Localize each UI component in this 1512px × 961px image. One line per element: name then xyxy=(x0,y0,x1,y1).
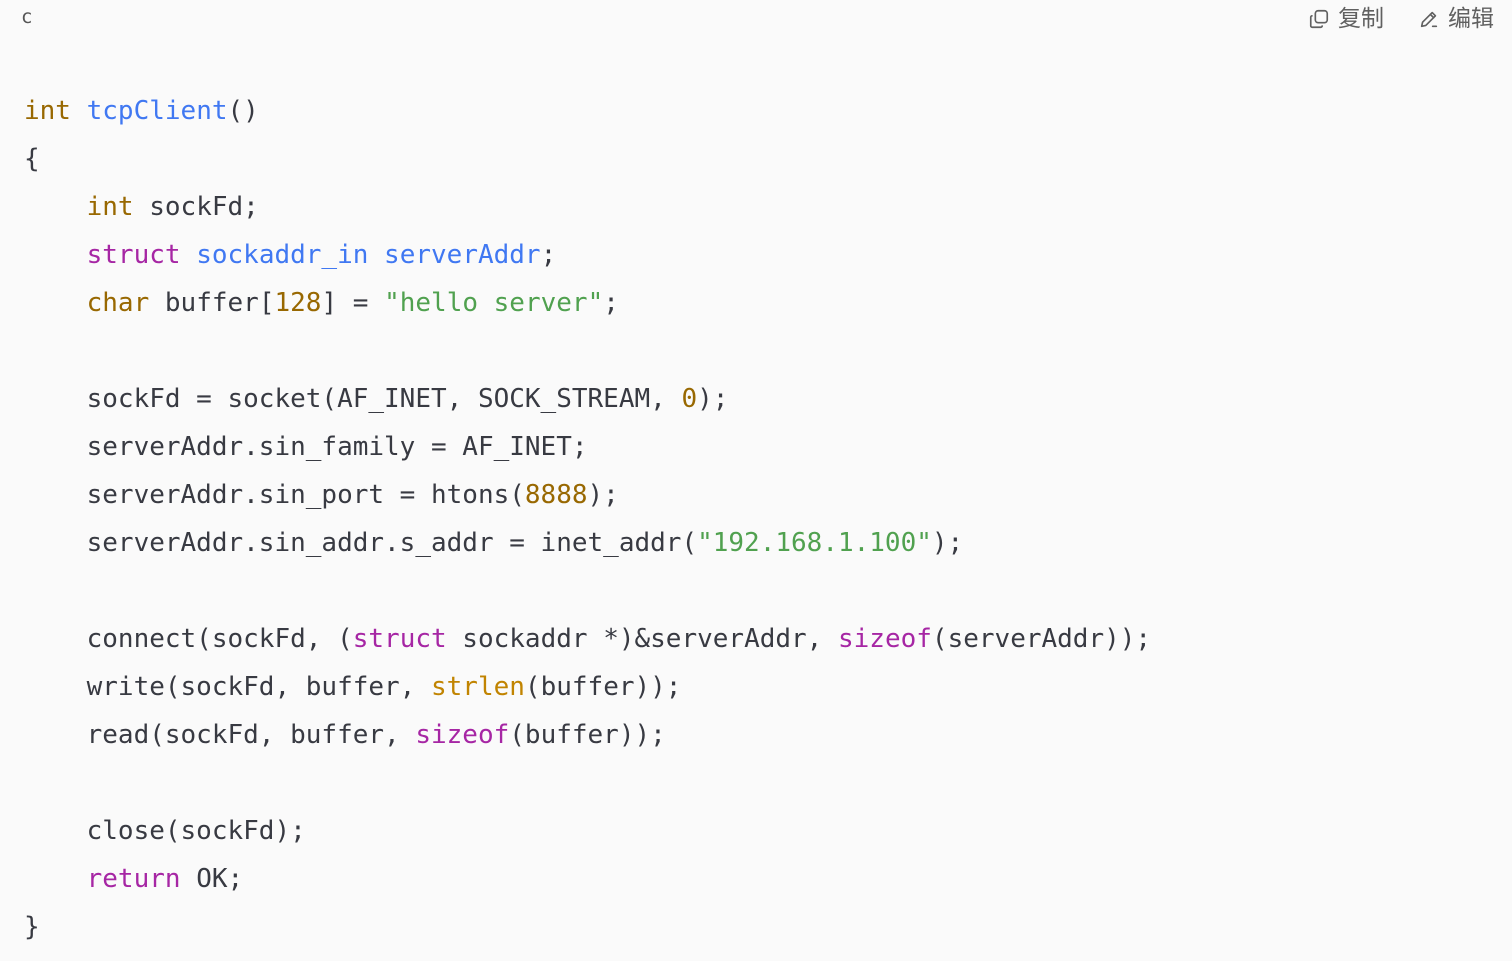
code-token: "hello server" xyxy=(384,288,604,318)
code-token xyxy=(71,96,87,126)
code-token: tcpClient xyxy=(86,96,228,126)
code-line xyxy=(24,759,1151,807)
code-token: { xyxy=(24,144,40,174)
code-token: OK; xyxy=(180,864,244,894)
code-token xyxy=(181,240,197,270)
code-line: int sockFd; xyxy=(24,183,1151,231)
code-line: } xyxy=(24,903,1151,951)
code-line: struct sockaddr_in serverAddr; xyxy=(24,231,1151,279)
code-token: sizeof xyxy=(838,624,932,654)
code-token: connect(sockFd, ( xyxy=(24,624,353,654)
code-token: serverAddr.sin_family = AF_INET; xyxy=(24,432,588,462)
copy-button-label: 复制 xyxy=(1338,6,1384,32)
code-line: sockFd = socket(AF_INET, SOCK_STREAM, 0)… xyxy=(24,375,1151,423)
code-token: "192.168.1.100" xyxy=(697,528,932,558)
code-token: sockFd; xyxy=(133,192,259,222)
code-token: struct xyxy=(352,624,447,654)
code-token: serverAddr xyxy=(384,240,541,270)
code-line: return OK; xyxy=(24,855,1151,903)
code-line: int tcpClient() xyxy=(24,87,1151,135)
code-token: () xyxy=(227,96,259,126)
code-token xyxy=(24,192,87,222)
edit-button-label: 编辑 xyxy=(1448,6,1494,32)
code-token: } xyxy=(24,912,40,942)
language-label: c xyxy=(21,6,33,28)
code-line: close(sockFd); xyxy=(24,807,1151,855)
code-token: ] = xyxy=(321,288,385,318)
edit-button[interactable]: 编辑 xyxy=(1418,4,1494,34)
code-line: write(sockFd, buffer, strlen(buffer)); xyxy=(24,663,1151,711)
code-token: int xyxy=(86,192,134,222)
code-content: int tcpClient() { int sockFd; struct sock… xyxy=(24,87,1151,951)
code-token: (serverAddr)); xyxy=(931,624,1152,654)
code-token: 8888 xyxy=(524,480,588,510)
code-line: { xyxy=(24,135,1151,183)
code-token: char xyxy=(86,288,150,318)
code-token: ; xyxy=(603,288,619,318)
code-line xyxy=(24,327,1151,375)
code-token: sizeof xyxy=(415,720,510,750)
code-token: sockFd = socket(AF_INET, SOCK_STREAM, xyxy=(24,384,682,414)
code-token: sockaddr_in xyxy=(196,240,369,270)
code-token: return xyxy=(86,864,181,894)
code-token: read(sockFd, buffer, xyxy=(24,720,416,750)
code-token xyxy=(24,240,87,270)
code-token: struct xyxy=(86,240,181,270)
code-line: read(sockFd, buffer, sizeof(buffer)); xyxy=(24,711,1151,759)
code-token: ); xyxy=(697,384,729,414)
code-line: serverAddr.sin_port = htons(8888); xyxy=(24,471,1151,519)
code-token: (buffer)); xyxy=(524,672,682,702)
copy-button[interactable]: 复制 xyxy=(1308,4,1384,34)
code-token: serverAddr.sin_port = htons( xyxy=(24,480,525,510)
copy-icon xyxy=(1308,8,1330,30)
code-line: char buffer[128] = "hello server"; xyxy=(24,279,1151,327)
code-line: serverAddr.sin_family = AF_INET; xyxy=(24,423,1151,471)
code-token: 0 xyxy=(681,384,698,414)
code-token: ; xyxy=(540,240,557,270)
code-toolbar: 复制 编辑 xyxy=(1308,4,1494,34)
code-token xyxy=(368,240,384,270)
code-token xyxy=(24,288,87,318)
code-token: ); xyxy=(931,528,964,558)
code-token: buffer[ xyxy=(149,288,275,318)
code-token: ); xyxy=(587,480,619,510)
code-token: write(sockFd, buffer, xyxy=(24,672,431,702)
code-token: (buffer)); xyxy=(509,720,666,750)
code-line: connect(sockFd, (struct sockaddr *)&serv… xyxy=(24,615,1151,663)
code-token: 128 xyxy=(274,288,322,318)
code-token: strlen xyxy=(431,672,525,702)
code-line xyxy=(24,567,1151,615)
code-line: serverAddr.sin_addr.s_addr = inet_addr("… xyxy=(24,519,1151,567)
edit-pencil-icon xyxy=(1418,8,1440,30)
code-token: sockaddr *)&serverAddr, xyxy=(446,624,838,654)
code-token: int xyxy=(24,96,71,126)
code-token: serverAddr.sin_addr.s_addr = inet_addr( xyxy=(24,528,698,558)
code-token: close(sockFd); xyxy=(24,816,306,846)
code-token xyxy=(24,864,87,894)
